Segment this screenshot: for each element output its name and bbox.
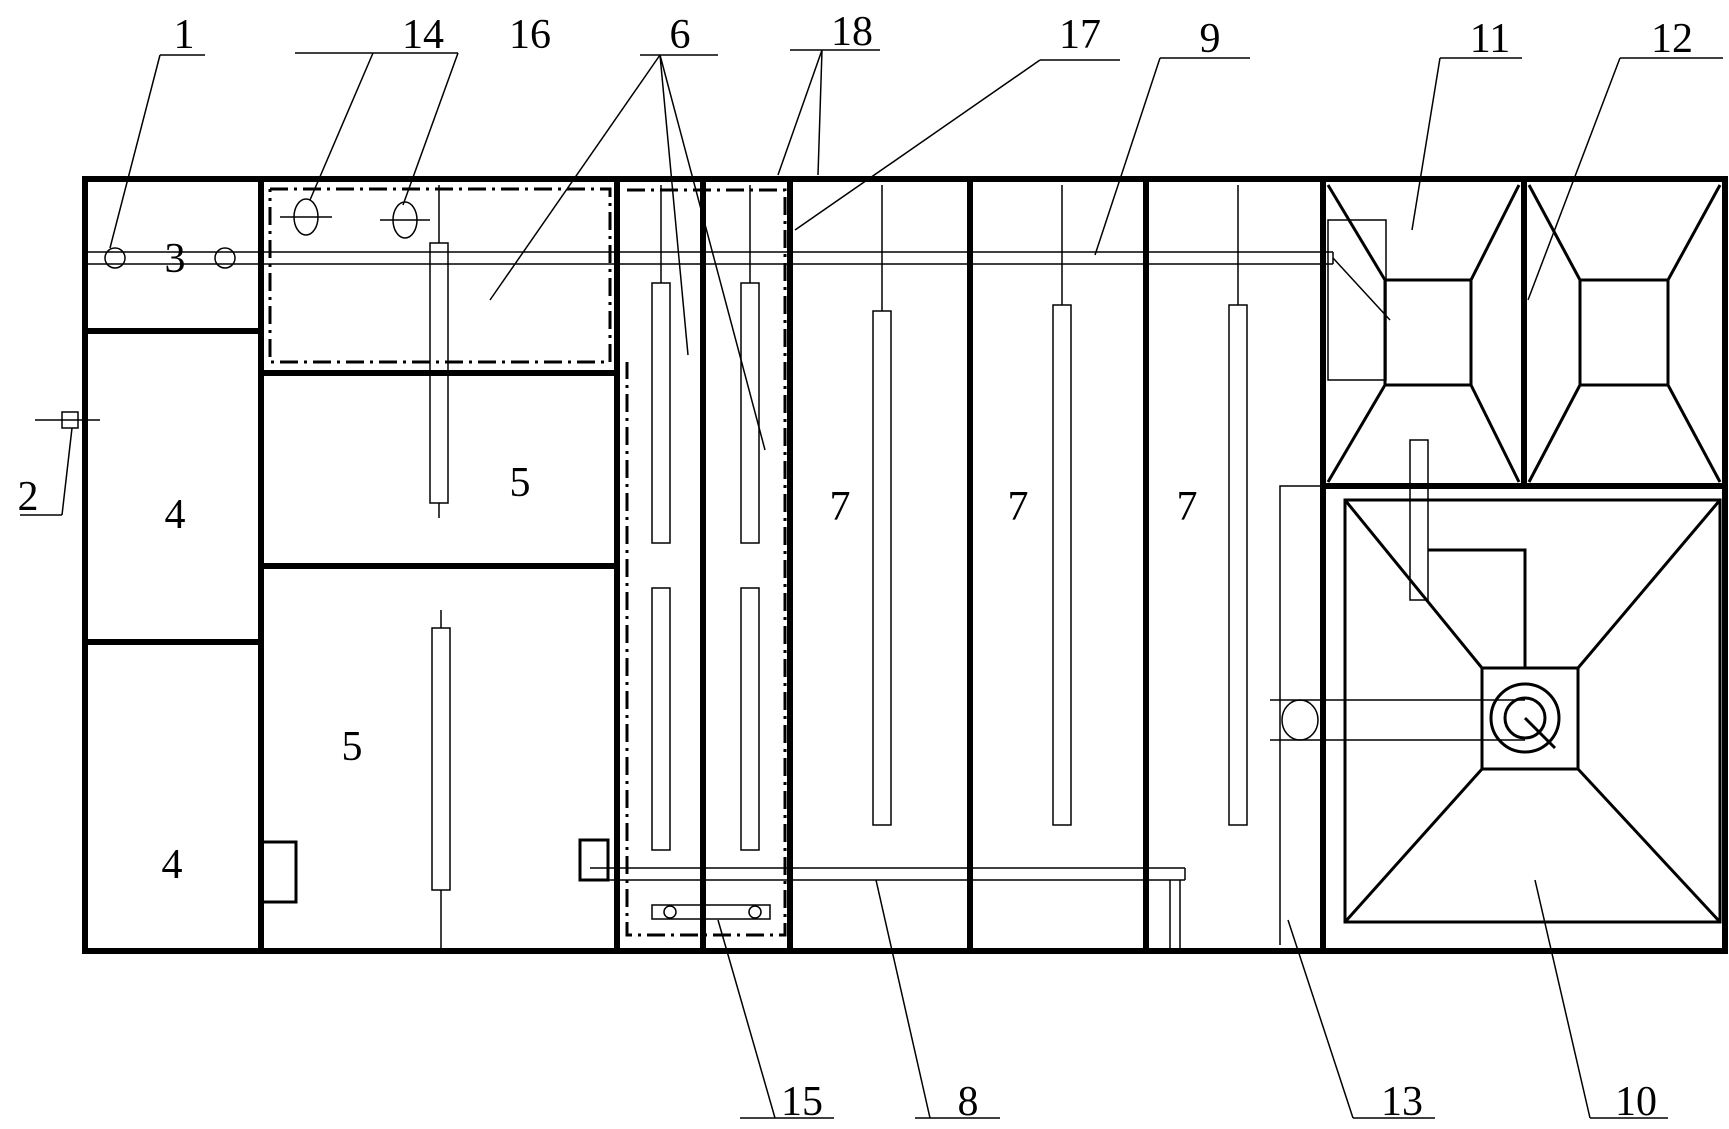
label-3: 3 [165,236,186,282]
outer-wall [82,176,1728,954]
label-9: 9 [1200,16,1221,62]
label-7b: 7 [1008,484,1029,530]
label-5-upper: 5 [510,460,531,506]
leader-lines [20,49,1723,1119]
hopper-11 [1326,184,1521,483]
label-6: 6 [670,12,691,58]
pipe-9 [85,247,1391,321]
label-5-lower: 5 [342,724,363,770]
valve-15 [651,904,771,920]
aerators [429,185,1248,951]
inlet-2 [35,411,100,429]
dosing-14-16 [280,198,430,239]
label-8: 8 [958,1079,979,1125]
label-4-lower: 4 [162,842,183,888]
label-14: 14 [402,12,444,58]
outlet-box [260,840,298,904]
label-7c: 7 [1177,484,1198,530]
label-1: 1 [174,12,195,58]
dashdot-region-top-6 [268,187,612,364]
label-10: 10 [1615,1079,1657,1125]
dashdot-region-channels [625,188,787,937]
label-11: 11 [1470,16,1510,62]
label-2: 2 [18,474,39,520]
label-18: 18 [831,9,873,55]
hopper-10 [1343,498,1722,924]
label-15: 15 [781,1079,823,1125]
label-4-upper: 4 [165,492,186,538]
hopper-12 [1527,184,1722,483]
label-12: 12 [1651,16,1693,62]
label-7a: 7 [830,484,851,530]
sludge-pipe [1270,439,1527,741]
channel-13 [1279,485,1323,945]
label-16: 16 [509,12,551,58]
label-13: 13 [1381,1079,1423,1125]
label-17: 17 [1059,12,1101,58]
pipe-8 [578,838,1186,951]
